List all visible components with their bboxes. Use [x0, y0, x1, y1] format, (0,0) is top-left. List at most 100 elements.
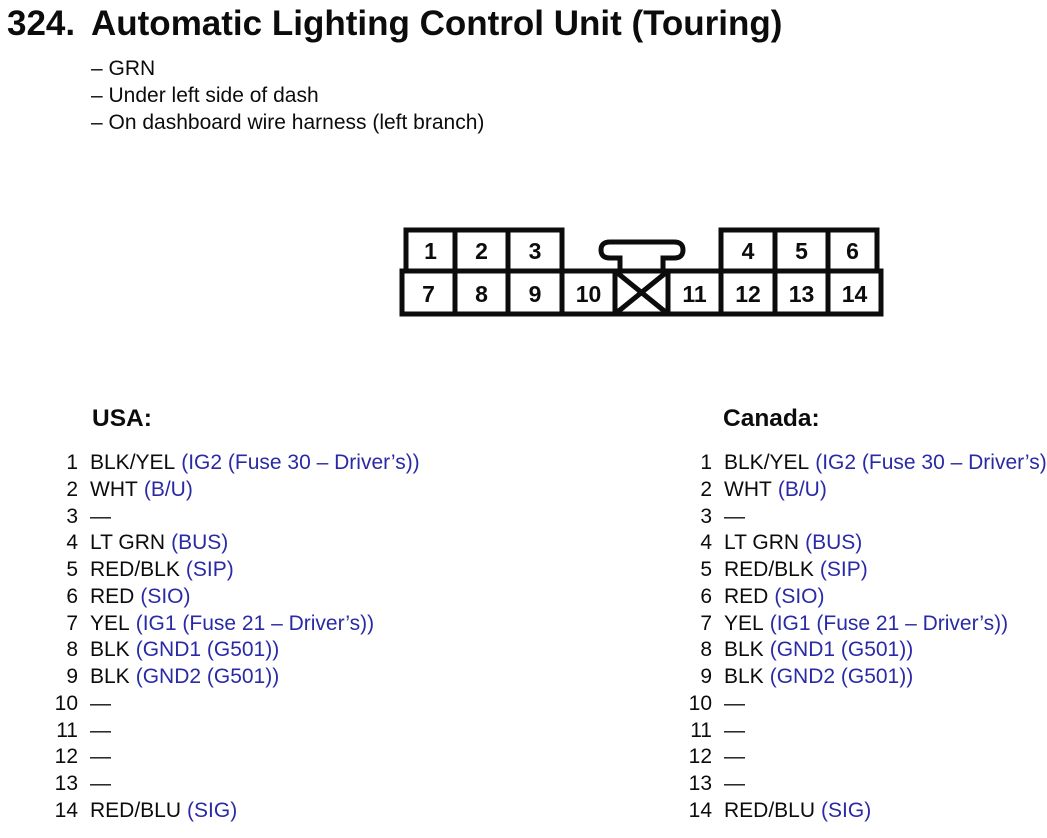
wire-color: BLK/YEL	[90, 451, 176, 474]
signal-name: (SIG)	[187, 798, 238, 822]
pin-number: 7	[66, 611, 78, 635]
wire-color: BLK	[90, 665, 130, 688]
pin-cell-5: 5	[795, 238, 808, 264]
usa-column-title: USA:	[92, 405, 152, 432]
note-line: – On dashboard wire harness (left branch…	[91, 111, 485, 134]
wire-color: RED/BLU	[724, 798, 816, 822]
pin-number: 11	[56, 718, 78, 742]
wire-color: BLK/YEL	[724, 451, 810, 474]
wire-color: RED/BLK	[724, 558, 814, 581]
pin-cell-14: 14	[842, 281, 868, 307]
pin-number: 9	[66, 665, 78, 688]
signal-name: (IG2 (Fuse 30 – Driver’s))	[181, 451, 420, 474]
pin-cell-2: 2	[475, 238, 488, 264]
wire-color: RED/BLU	[90, 798, 182, 822]
pin-description: BLK(GND2 (G501))	[90, 664, 279, 691]
pin-number: 13	[688, 772, 712, 795]
page-title: Automatic Lighting Control Unit (Touring…	[91, 4, 783, 43]
pin-row-canada-12: 12 —	[686, 744, 1047, 771]
pin-number: 10	[688, 691, 712, 715]
blocked-cell-x-icon	[613, 269, 670, 316]
pin-description: —	[90, 691, 117, 718]
pin-description: RED/BLU(SIG)	[724, 798, 871, 825]
pin-number: 14	[54, 798, 78, 822]
pin-row-canada-6: 6 RED(SIO)	[686, 584, 1047, 611]
pin-row-usa-10: 10—	[52, 691, 420, 718]
pin-description: —	[90, 744, 117, 771]
wire-color: —	[90, 745, 111, 769]
pin-description: —	[724, 718, 751, 745]
pin-number: 4	[700, 531, 712, 555]
pin-cell-3: 3	[529, 238, 542, 264]
pin-description: BLK(GND1 (G501))	[90, 637, 279, 664]
pin-cell-13: 13	[789, 281, 815, 307]
wire-color: —	[724, 718, 745, 742]
wire-color: —	[724, 504, 745, 528]
pin-cell-11: 11	[682, 281, 707, 307]
location-notes: – GRN – Under left side of dash – On das…	[91, 55, 484, 136]
pin-number: 12	[688, 745, 712, 769]
pin-description: —	[724, 504, 751, 531]
pin-row-usa-11: 11—	[52, 718, 420, 745]
pin-description: RED(SIO)	[724, 584, 825, 611]
pin-row-canada-3: 3—	[686, 504, 1047, 531]
pin-description: YEL(IG1 (Fuse 21 – Driver’s))	[90, 611, 374, 638]
signal-name: (GND1 (G501))	[135, 638, 280, 662]
pin-row-usa-7: 7 YEL(IG1 (Fuse 21 – Driver’s))	[52, 611, 420, 638]
pin-number: 6	[700, 584, 712, 608]
signal-name: (SIP)	[185, 558, 234, 581]
wire-color: BLK	[724, 638, 764, 662]
signal-name: (SIG)	[821, 798, 872, 822]
pin-number: 7	[700, 611, 712, 635]
signal-name: (SIO)	[140, 584, 191, 608]
wire-color: WHT	[724, 477, 772, 501]
pin-number: 3	[700, 504, 712, 528]
signal-name: (GND2 (G501))	[769, 665, 914, 688]
pin-description: WHT(B/U)	[724, 477, 827, 504]
pin-row-canada-10: 10 —	[686, 691, 1047, 718]
wire-color: —	[724, 745, 745, 769]
pin-row-canada-2: 2 WHT(B/U)	[686, 477, 1047, 504]
pin-cell-10: 10	[576, 281, 602, 307]
pin-row-canada-13: 13—	[686, 771, 1047, 798]
bottom-row-dividers	[452, 271, 831, 314]
wire-color: LT GRN	[90, 531, 166, 555]
pin-number: 9	[700, 665, 712, 688]
pin-number: 2	[66, 477, 78, 501]
pin-number: 2	[700, 477, 712, 501]
wire-color: YEL	[724, 611, 764, 635]
pin-number: 1	[700, 451, 712, 474]
canada-column-title: Canada:	[723, 405, 820, 432]
wire-color: RED	[724, 584, 769, 608]
wire-color: RED	[90, 584, 135, 608]
pin-description: LT GRN(BUS)	[90, 530, 228, 557]
connector-top-left-outline	[403, 227, 565, 274]
pin-number: 14	[688, 798, 712, 822]
pin-cell-7: 7	[422, 281, 435, 307]
wire-color: —	[724, 691, 745, 715]
pin-row-canada-5: 5 RED/BLK(SIP)	[686, 557, 1047, 584]
pin-description: —	[724, 691, 751, 718]
signal-name: (IG1 (Fuse 21 – Driver’s))	[135, 611, 375, 635]
pin-number: 3	[66, 504, 78, 528]
signal-name: (SIO)	[774, 584, 825, 608]
signal-name: (IG1 (Fuse 21 – Driver’s))	[769, 611, 1009, 635]
wire-color: —	[90, 504, 111, 528]
pin-row-canada-14: 14 RED/BLU(SIG)	[686, 798, 1047, 825]
pin-row-usa-14: 14 RED/BLU(SIG)	[52, 798, 420, 825]
wire-color: RED/BLK	[90, 558, 180, 581]
top-right-dividers	[772, 230, 831, 271]
pin-row-usa-9: 9 BLK(GND2 (G501))	[52, 664, 420, 691]
pin-number: 5	[700, 558, 712, 581]
pin-row-canada-7: 7 YEL(IG1 (Fuse 21 – Driver’s))	[686, 611, 1047, 638]
pin-description: RED/BLK(SIP)	[724, 557, 868, 584]
section-number: 324.	[7, 4, 76, 43]
